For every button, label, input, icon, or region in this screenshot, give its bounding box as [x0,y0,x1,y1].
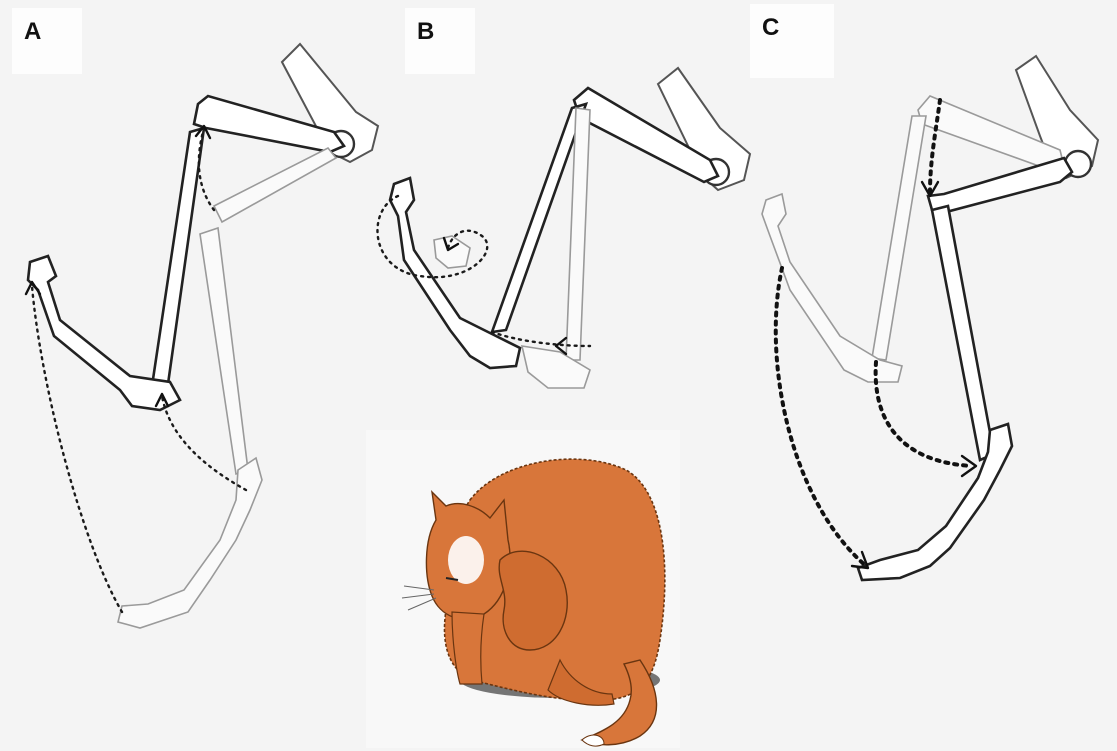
panel-a-path-knee [199,128,214,210]
panel-c-tibia [932,206,994,460]
panel-a-foot-ghost [118,458,262,628]
panel-c-foot [858,424,1012,580]
panel-a-femur-ghost [214,148,336,222]
panel-a-limb [26,44,378,628]
panel-a-tibia-ghost [200,228,248,474]
panel-c-limb [762,56,1098,580]
panel-b-limb [377,68,750,388]
cat-face-patch [448,536,484,584]
panel-c-tibia-ghost [872,116,926,360]
panel-c-femur [928,158,1072,212]
panel-a-tibia [152,128,204,386]
cat-illustration [366,430,680,748]
panel-a-foot [28,256,180,410]
